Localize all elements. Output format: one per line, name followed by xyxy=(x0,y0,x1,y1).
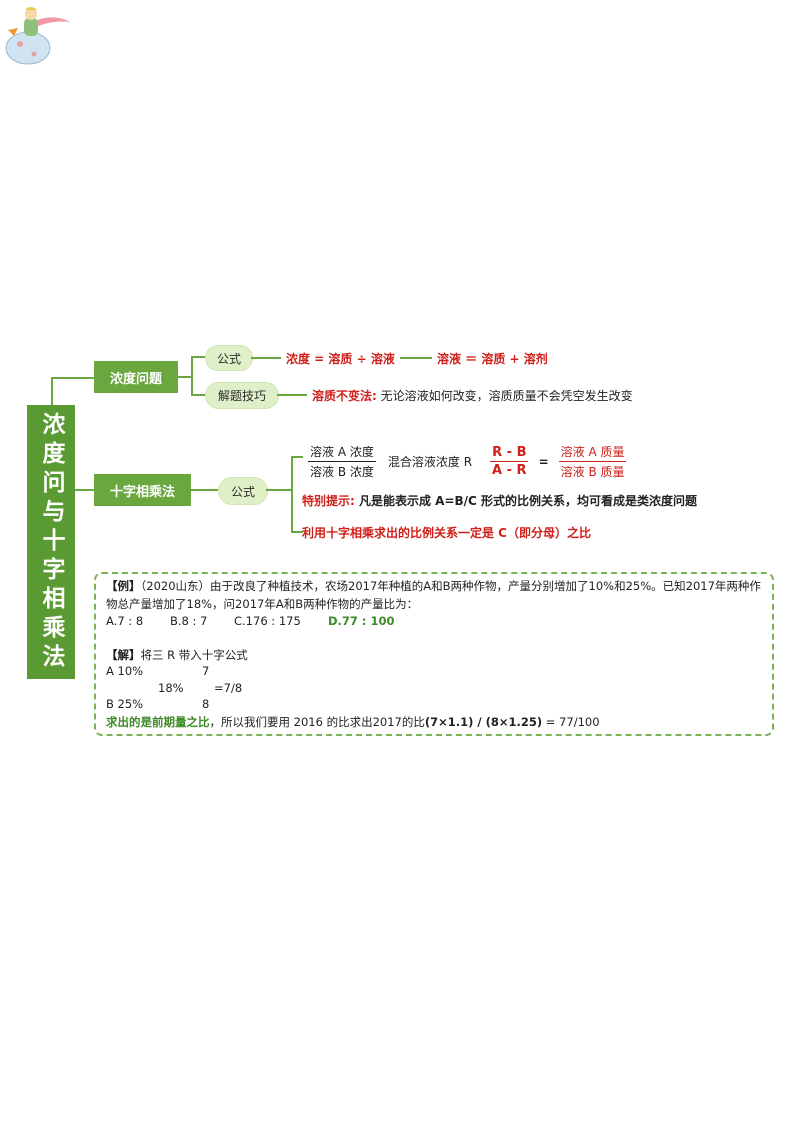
tip-text: 无论溶液如何改变，溶质质量不会凭空发生改变 xyxy=(380,389,633,403)
connector xyxy=(400,357,432,359)
fraction-concentrations: 溶液 A 浓度 溶液 B 浓度 xyxy=(308,443,376,480)
example-tag: 【例】 xyxy=(106,579,141,593)
question-line-2: 物总产量增加了18%，问2017年A和B两种作物的产量比为： xyxy=(106,597,419,611)
option-a: A.7 : 8 xyxy=(106,614,144,628)
cross-formula: 溶液 A 浓度 溶液 B 浓度 混合溶液浓度 R R - B A - R = 溶… xyxy=(308,443,627,480)
connector xyxy=(51,377,94,379)
option-c: C.176 : 175 xyxy=(234,614,301,628)
connector xyxy=(251,357,281,359)
conclusion-expr: (7×1.1) / (8×1.25) xyxy=(424,715,543,729)
special-key: 特别提示: xyxy=(302,494,355,508)
fraction-numerator: 溶液 A 质量 xyxy=(558,443,627,462)
cross-note: 利用十字相乘求出的比例关系一定是 C（即分母）之比 xyxy=(302,526,591,540)
connector xyxy=(291,531,303,533)
fraction-masses: 溶液 A 质量 溶液 B 质量 xyxy=(558,443,627,480)
conclusion-mid: ，所以我们要用 2016 的比求出2017的比 xyxy=(209,715,425,729)
connector xyxy=(277,394,307,396)
branch-cross-label: 十字相乘法 xyxy=(109,484,175,500)
fraction-denominator: 溶液 B 质量 xyxy=(560,465,625,479)
conclusion-key: 求出的是前期量之比 xyxy=(106,715,210,729)
pill-tips: 解题技巧 xyxy=(205,382,279,409)
connector xyxy=(291,456,293,532)
fraction-numerator: 溶液 A 浓度 xyxy=(308,443,376,462)
solution-tag: 【解】 xyxy=(106,648,141,662)
fraction-numerator: R - B xyxy=(490,445,529,462)
connector xyxy=(51,377,53,405)
connector xyxy=(191,394,205,396)
little-prince-logo xyxy=(5,7,70,65)
cross-row-3-left: B 25% xyxy=(106,697,144,711)
connector xyxy=(291,456,303,458)
cross-row-1-right: 7 xyxy=(202,664,210,678)
question-line-1: （2020山东）由于改良了种植技术，农场2017年种植的A和B两种作物，产量分别… xyxy=(140,579,761,593)
cross-row-1-left: A 10% xyxy=(106,664,144,678)
connector xyxy=(191,356,193,395)
equals-sign: = xyxy=(538,454,549,469)
conclusion: 求出的是前期量之比，所以我们要用 2016 的比求出2017的比(7×1.1) … xyxy=(106,714,600,730)
solution-intro: 【解】将三 R 带入十字公式 xyxy=(106,647,248,663)
cross-row-3-right: 8 xyxy=(202,697,210,711)
connector xyxy=(266,489,292,491)
option-b: B.8 : 7 xyxy=(170,614,208,628)
example-box xyxy=(94,572,774,736)
formula-concentration: 浓度 = 溶质 ÷ 溶液 xyxy=(286,352,395,366)
special-tip: 特别提示: 凡是能表示成 A=B/C 形式的比例关系，均可看成是类浓度问题 xyxy=(302,492,697,509)
branch-concentration-label: 浓度问题 xyxy=(109,371,162,387)
main-title-box: 浓度问与十字相乘法 xyxy=(27,405,75,679)
pill-cross-formula-label: 公式 xyxy=(230,484,255,499)
main-title: 浓度问与十字相乘法 xyxy=(38,411,64,673)
pill-tips-label: 解题技巧 xyxy=(217,389,266,403)
formula-solution: 溶液 ＝ 溶质 + 溶剂 xyxy=(437,352,548,366)
fraction-denominator: A - R xyxy=(492,463,527,478)
solution-intro-text: 将三 R 带入十字公式 xyxy=(140,648,248,662)
conclusion-tail: = 77/100 xyxy=(542,715,600,729)
tip-key: 溶质不变法: xyxy=(312,389,377,403)
cross-row-2-right: =7/8 xyxy=(214,681,243,695)
special-text: 凡是能表示成 A=B/C 形式的比例关系，均可看成是类浓度问题 xyxy=(359,494,698,508)
branch-concentration: 浓度问题 xyxy=(94,361,178,393)
example-question: 【例】（2020山东）由于改良了种植技术，农场2017年种植的A和B两种作物，产… xyxy=(106,578,761,594)
tip-line: 溶质不变法: 无论溶液如何改变，溶质质量不会凭空发生改变 xyxy=(312,387,633,404)
pill-formula-label: 公式 xyxy=(216,351,241,366)
connector xyxy=(75,489,94,491)
fraction-differences: R - B A - R xyxy=(490,445,529,478)
branch-cross: 十字相乘法 xyxy=(94,474,191,506)
cross-row-2-left: 18% xyxy=(158,681,184,695)
option-d: D.77 : 100 xyxy=(328,614,395,628)
connector xyxy=(178,376,192,378)
connector xyxy=(191,489,218,491)
pill-formula: 公式 xyxy=(205,345,253,371)
fraction-denominator: 溶液 B 浓度 xyxy=(310,465,374,479)
mix-label: 混合溶液浓度 R xyxy=(387,455,473,469)
connector xyxy=(191,356,205,358)
pill-cross-formula: 公式 xyxy=(218,477,268,505)
